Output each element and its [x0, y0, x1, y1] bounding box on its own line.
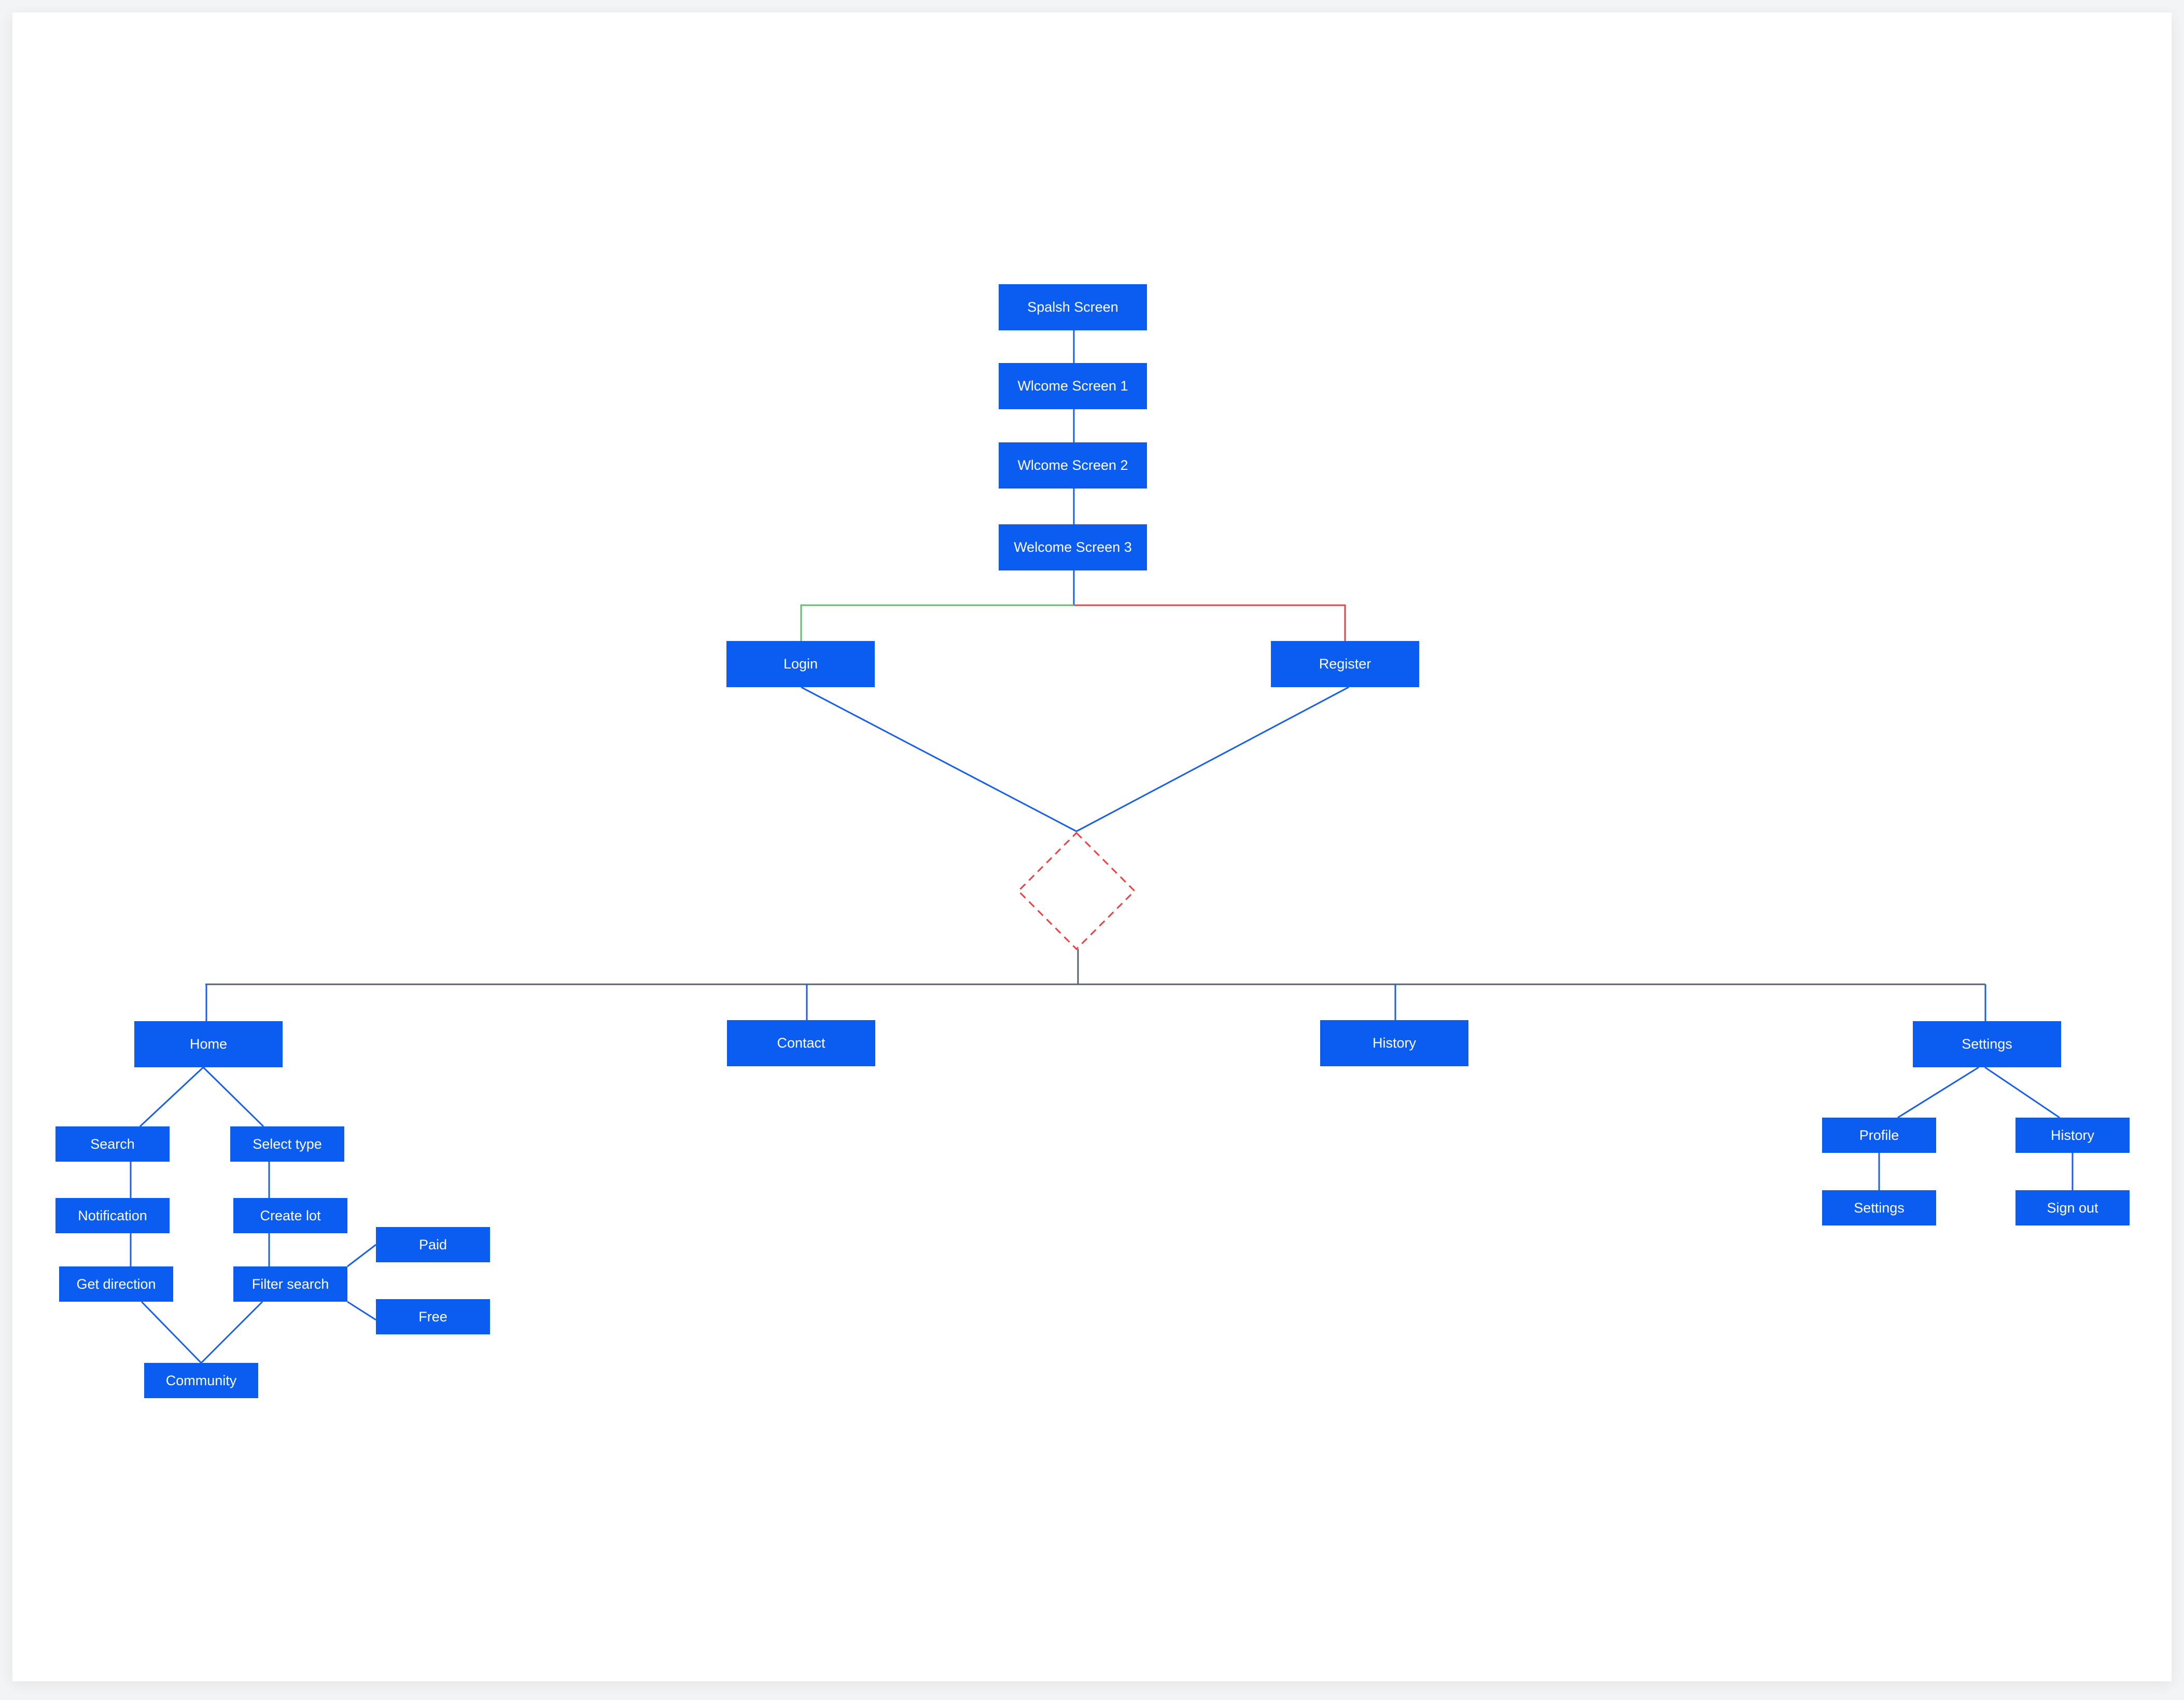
- node-welcome-screen-1[interactable]: Wlcome Screen 1: [999, 363, 1147, 409]
- node-contact[interactable]: Contact: [727, 1020, 875, 1066]
- link-filtersearch-free: [347, 1301, 376, 1321]
- node-welcome-screen-3[interactable]: Welcome Screen 3: [999, 524, 1147, 570]
- link-settings-profile: [1897, 1066, 1979, 1119]
- link-to-register: [1074, 604, 1346, 641]
- node-get-direction[interactable]: Get direction: [59, 1266, 173, 1302]
- node-filter-search[interactable]: Filter search: [233, 1266, 347, 1302]
- node-history[interactable]: History: [1320, 1020, 1468, 1066]
- link-home-select-type: [202, 1066, 264, 1127]
- node-sign-out[interactable]: Sign out: [2015, 1190, 2130, 1225]
- link-home-search: [139, 1066, 204, 1127]
- node-login[interactable]: Login: [726, 641, 875, 687]
- node-search[interactable]: Search: [55, 1126, 170, 1162]
- link-getdirection-community: [141, 1301, 202, 1364]
- node-settings-sub[interactable]: Settings: [1822, 1190, 1936, 1225]
- link-settings-history: [1984, 1066, 2060, 1119]
- node-home[interactable]: Home: [134, 1021, 283, 1067]
- link-login-decision: [801, 686, 1077, 832]
- node-register[interactable]: Register: [1271, 641, 1419, 687]
- node-welcome-screen-2[interactable]: Wlcome Screen 2: [999, 442, 1147, 489]
- node-profile[interactable]: Profile: [1822, 1118, 1936, 1153]
- link-register-decision: [1076, 686, 1349, 832]
- link-filtersearch-community: [200, 1301, 263, 1364]
- node-select-type[interactable]: Select type: [230, 1126, 344, 1162]
- node-settings[interactable]: Settings: [1913, 1021, 2061, 1067]
- node-paid[interactable]: Paid: [376, 1227, 490, 1262]
- node-create-lot[interactable]: Create lot: [233, 1198, 347, 1233]
- node-free[interactable]: Free: [376, 1299, 490, 1334]
- link-filtersearch-paid: [347, 1244, 376, 1267]
- node-splash-screen[interactable]: Spalsh Screen: [999, 284, 1147, 330]
- node-notification[interactable]: Notification: [55, 1198, 170, 1233]
- node-settings-history[interactable]: History: [2015, 1118, 2130, 1153]
- node-community[interactable]: Community: [144, 1363, 258, 1398]
- decision-diamond: [1017, 831, 1136, 951]
- link-to-login: [800, 604, 1074, 641]
